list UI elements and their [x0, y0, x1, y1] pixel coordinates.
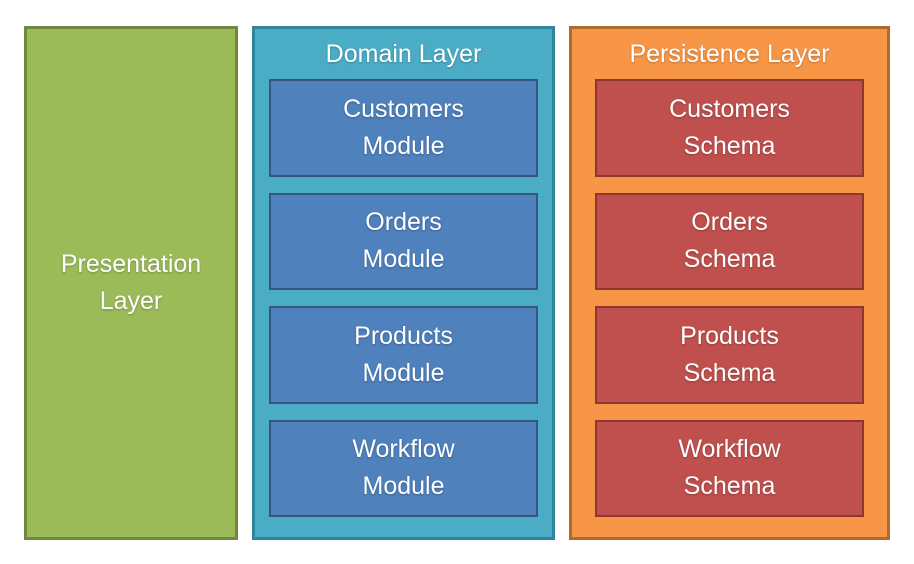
domain-layer-title: Domain Layer — [325, 39, 482, 68]
schema-box-orders: Orders Schema — [595, 192, 864, 290]
persistence-layer-title: Persistence Layer — [629, 39, 830, 68]
domain-layer-box: Domain Layer Customers Module Orders Mod… — [252, 26, 555, 540]
persistence-schemas-list: Customers Schema Orders Schema Products … — [572, 79, 887, 537]
module-box-customers: Customers Module — [269, 79, 538, 177]
presentation-layer-label: Presentation Layer — [60, 250, 202, 315]
persistence-layer-box: Persistence Layer Customers Schema Order… — [569, 26, 890, 540]
module-box-workflow: Workflow Module — [269, 419, 538, 517]
domain-modules-list: Customers Module Orders Module Products … — [255, 79, 552, 537]
module-box-orders: Orders Module — [269, 192, 538, 290]
schema-box-workflow: Workflow Schema — [595, 419, 864, 517]
schema-box-products: Products Schema — [595, 306, 864, 404]
schema-box-customers: Customers Schema — [595, 79, 864, 177]
module-box-products: Products Module — [269, 306, 538, 404]
presentation-layer-box: Presentation Layer — [24, 26, 238, 540]
